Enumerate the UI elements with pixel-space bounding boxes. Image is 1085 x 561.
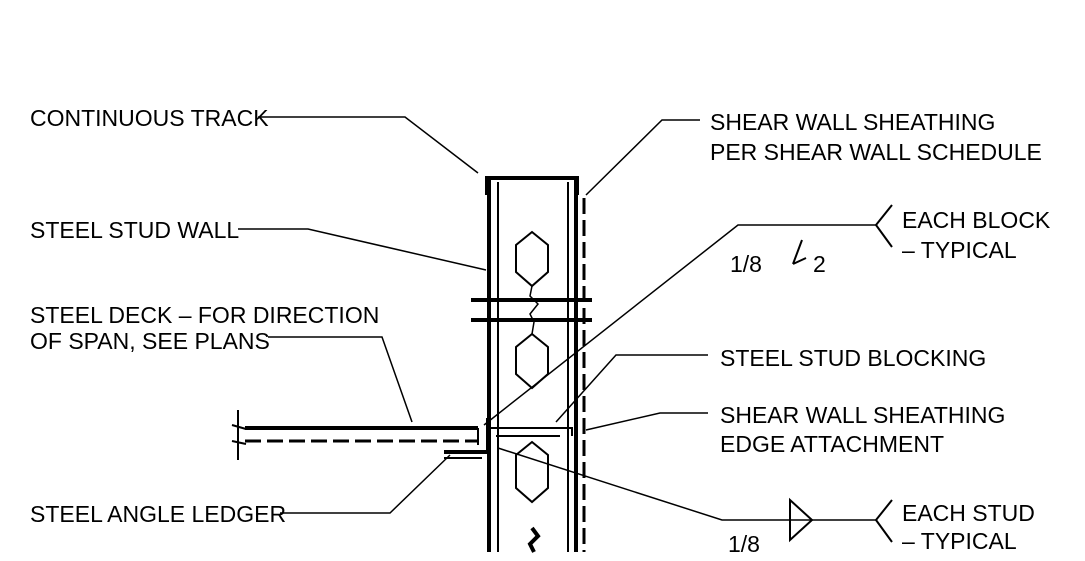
weld-symbol-lower: [497, 447, 893, 543]
weld-arrow-line: [497, 447, 876, 521]
leader-sheathing: [585, 119, 700, 196]
label-continuous-track: CONTINUOUS TRACK: [30, 105, 269, 131]
label-steel-deck-line1: STEEL DECK – FOR DIRECTION: [30, 302, 379, 328]
weld-length-upper: 2: [813, 251, 826, 277]
weld-tail: [875, 204, 893, 248]
weld-arrow-line: [483, 224, 876, 426]
leader-blocking: [555, 354, 708, 423]
steel-deck: [231, 410, 479, 460]
stud-knockout: [515, 440, 549, 504]
steel-stud-wall: [471, 176, 592, 553]
weld-symbol-upper: [483, 204, 893, 426]
label-steel-deck-line2: OF SPAN, SEE PLANS: [30, 328, 270, 354]
leader-angle-ledger: [280, 454, 451, 514]
steel-angle-ledger: [444, 418, 490, 459]
label-each-block: EACH BLOCK: [902, 207, 1051, 233]
label-typical-stud: – TYPICAL: [902, 528, 1017, 554]
leader-lines: [238, 116, 708, 514]
label-steel-angle-ledger: STEEL ANGLE LEDGER: [30, 501, 286, 527]
break-line: [527, 526, 541, 553]
stud-knockout: [515, 332, 549, 390]
weld-size-lower: 1/8: [728, 531, 760, 556]
label-steel-stud-wall: STEEL STUD WALL: [30, 217, 239, 243]
leader-continuous-track: [258, 116, 479, 174]
deck-break-mark: [231, 410, 247, 460]
break-line: [529, 285, 540, 335]
label-sheathing-line1: SHEAR WALL SHEATHING: [710, 109, 995, 135]
label-edge-attachment-line2: EDGE ATTACHMENT: [720, 431, 944, 457]
leader-steel-deck: [268, 336, 413, 423]
label-typical-block: – TYPICAL: [902, 237, 1017, 263]
steel-stud-blocking: [488, 427, 573, 436]
angle-ledger: [444, 418, 490, 454]
weld-size-upper: 1/8: [730, 251, 762, 277]
label-sheathing-line2: PER SHEAR WALL SCHEDULE: [710, 139, 1042, 165]
fillet-weld-symbol: [789, 497, 814, 543]
label-edge-attachment-line1: SHEAR WALL SHEATHING: [720, 402, 1005, 428]
weld-tail: [875, 499, 893, 543]
leader-edge-attachment: [585, 412, 708, 431]
stud-knockout: [515, 230, 549, 288]
label-steel-stud-blocking: STEEL STUD BLOCKING: [720, 345, 986, 371]
fillet-weld-symbol: [792, 239, 807, 265]
label-each-stud: EACH STUD: [902, 500, 1035, 526]
continuous-track: [485, 176, 579, 195]
leader-stud-wall: [238, 228, 487, 271]
